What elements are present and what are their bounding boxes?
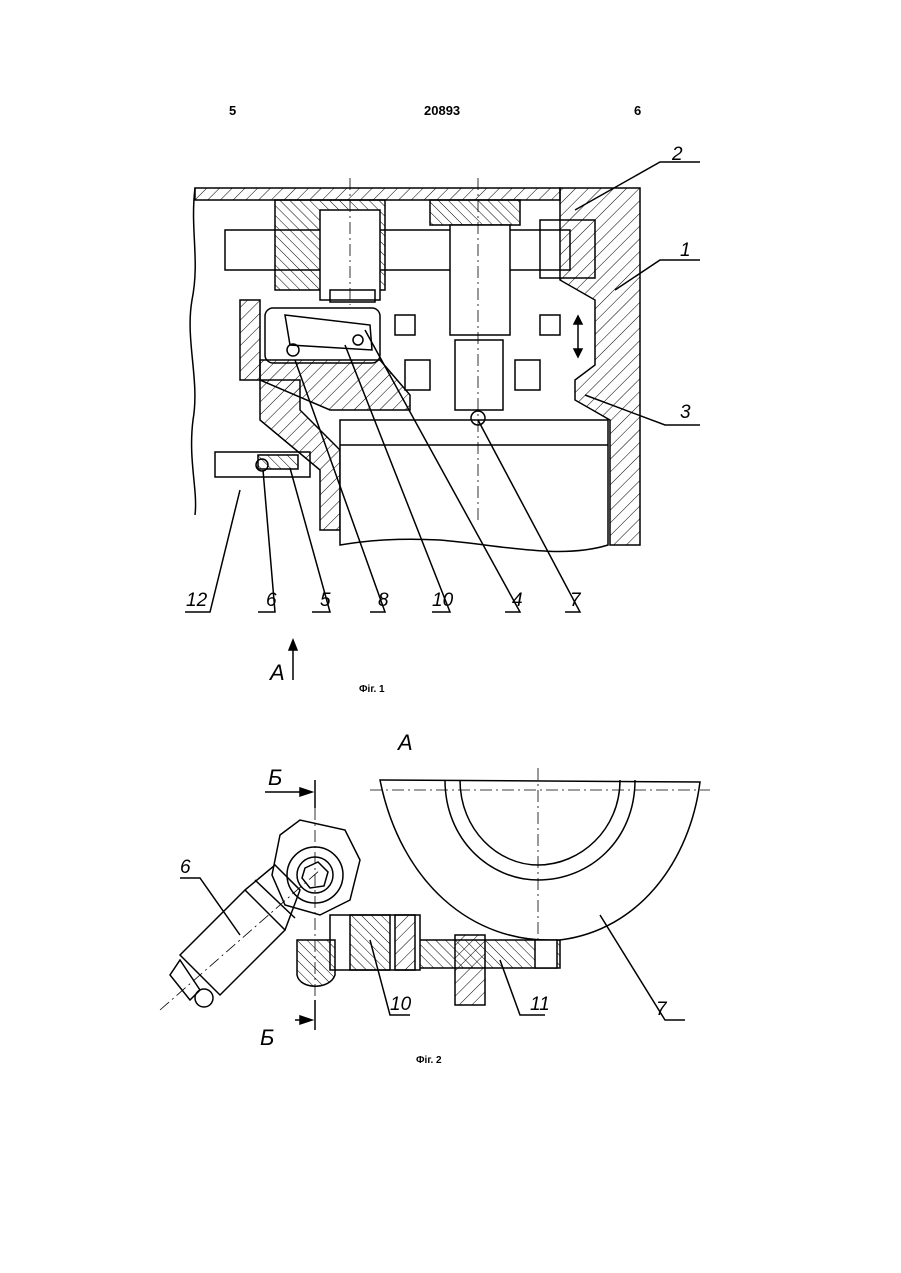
- figure-2: [160, 768, 710, 1030]
- fig1-label-6: 6: [266, 590, 277, 611]
- fig1-label-7: 7: [570, 590, 582, 611]
- fig1-label-10: 10: [432, 590, 454, 611]
- fig1-label-4: 4: [512, 590, 523, 611]
- fig2-label-11: 11: [530, 994, 550, 1015]
- fig2-label-6: 6: [180, 857, 191, 878]
- fig1-label-1: 1: [680, 240, 691, 261]
- fig1-label-3: 3: [680, 402, 691, 423]
- fig2-label-7: 7: [656, 999, 668, 1020]
- fig1-label-2: 2: [671, 144, 683, 165]
- fig2-caption: Фіг. 2: [416, 1055, 442, 1066]
- fig1-caption: Фіг. 1: [359, 684, 385, 695]
- fig2-section-marker-top: Б: [268, 765, 282, 790]
- fig1-label-12: 12: [186, 590, 208, 611]
- fig2-view-title: А: [396, 730, 413, 755]
- fig2-section-marker-bottom: Б: [260, 1025, 274, 1050]
- fig1-label-8: 8: [378, 590, 389, 611]
- fig2-label-10: 10: [390, 994, 412, 1015]
- fig1-view-marker: А: [268, 660, 285, 685]
- fig1-label-5: 5: [320, 590, 331, 611]
